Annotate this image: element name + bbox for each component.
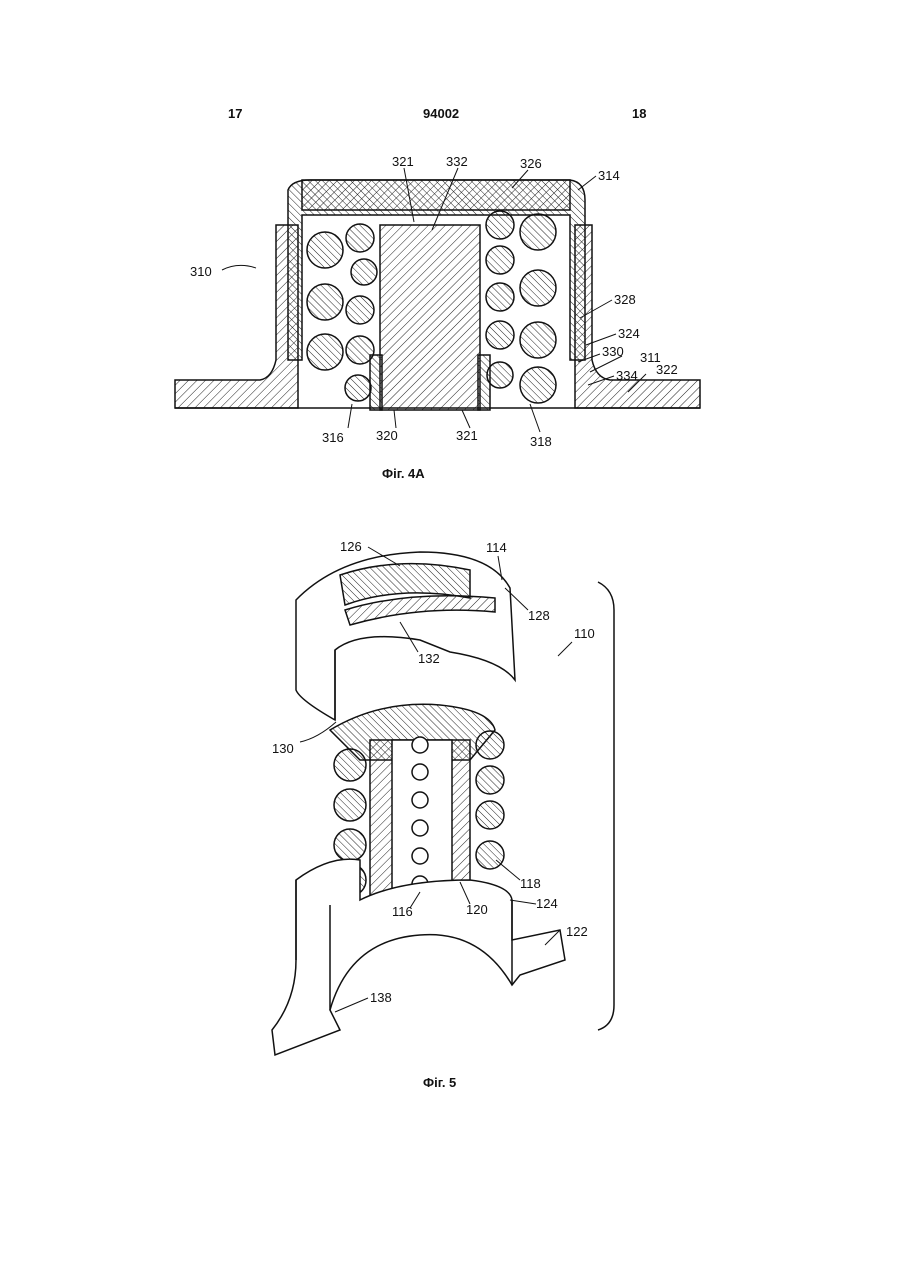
fig4a-label-310: 310 (190, 264, 212, 279)
fig5-label-116: 116 (392, 904, 413, 919)
fig5-label-132: 132 (418, 651, 440, 666)
fig5-label-120: 120 (466, 902, 488, 917)
fig4a-label-332: 332 (446, 154, 468, 169)
fig4a-label-320: 320 (376, 428, 398, 443)
fig4a-label-330: 330 (602, 344, 624, 359)
fig4a-label-316: 316 (322, 430, 344, 445)
fig5-label-110: 110 (574, 626, 595, 641)
fig5-label-122: 122 (566, 924, 588, 939)
fig5-label-130: 130 (272, 741, 294, 756)
fig4a-label-314: 314 (598, 168, 620, 183)
fig4a-label-321-top: 321 (392, 154, 414, 169)
fig5-label-138: 138 (370, 990, 392, 1005)
figure-5-caption: Фіг. 5 (423, 1075, 456, 1090)
fig5-label-126: 126 (340, 539, 362, 554)
fig4a-label-334: 334 (616, 368, 638, 383)
fig5-label-124: 124 (536, 896, 558, 911)
fig4a-label-324: 324 (618, 326, 640, 341)
fig4a-label-326: 326 (520, 156, 542, 171)
fig4a-label-322: 322 (656, 362, 678, 377)
figure-4a-caption: Фіг. 4А (382, 466, 425, 481)
fig5-label-118: 118 (520, 876, 541, 891)
figure-5-bracket (598, 582, 614, 1030)
figure-5-cap (296, 552, 515, 720)
fig4a-label-321-bottom: 321 (456, 428, 478, 443)
fig4a-label-318: 318 (530, 434, 552, 449)
fig4a-label-328: 328 (614, 292, 636, 307)
fig5-label-114: 114 (486, 540, 507, 555)
fig5-label-128: 128 (528, 608, 550, 623)
